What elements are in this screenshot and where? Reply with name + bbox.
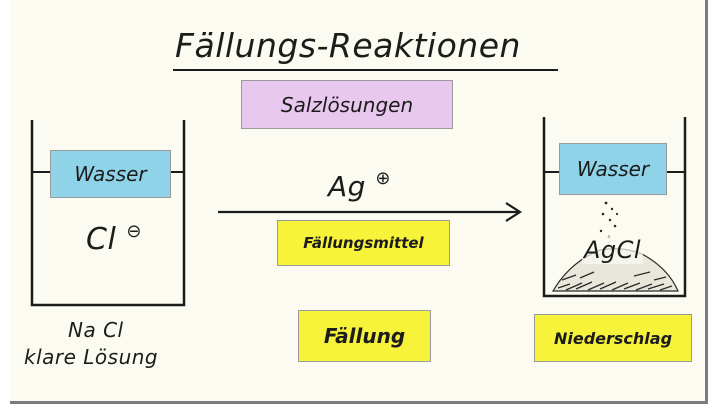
silver-symbol: Ag (328, 170, 366, 203)
precipitate-hatching (557, 271, 673, 291)
whiteboard: Fällungs-Reaktionen Salzlösungen Wasser (10, 0, 708, 404)
chloride-ion: Cl ⊖ (86, 221, 142, 257)
clear-solution-caption: klare Lösung (24, 345, 159, 369)
precipitate-formula: AgCl (582, 236, 644, 264)
right-water-card: Wasser (559, 143, 667, 195)
chloride-charge: ⊖ (126, 221, 142, 242)
silver-ion: Ag ⊕ (328, 168, 391, 203)
falling-particles (599, 201, 619, 239)
left-water-label: Wasser (74, 162, 147, 186)
silver-charge: ⊕ (375, 168, 391, 189)
sediment-label: Niederschlag (553, 328, 673, 348)
right-water-label: Wasser (576, 157, 650, 181)
left-beaker-outline (30, 120, 186, 307)
title: Fällungs-Reaktionen (175, 26, 521, 65)
sediment-card: Niederschlag (534, 314, 692, 362)
salt-solutions-label: Salzlösungen (280, 92, 414, 117)
precipitant-label: Fällungsmittel (303, 234, 424, 252)
nacl-caption: Na Cl (68, 318, 124, 342)
chloride-symbol: Cl (86, 222, 117, 257)
precipitation-label: Fällung (323, 324, 406, 348)
left-water-card: Wasser (50, 150, 171, 198)
precipitant-card: Fällungsmittel (277, 220, 450, 266)
right-beaker-outline (542, 117, 687, 298)
salt-solutions-card: Salzlösungen (241, 80, 453, 129)
reaction-arrow-head (505, 202, 523, 222)
precipitation-card: Fällung (298, 310, 431, 362)
